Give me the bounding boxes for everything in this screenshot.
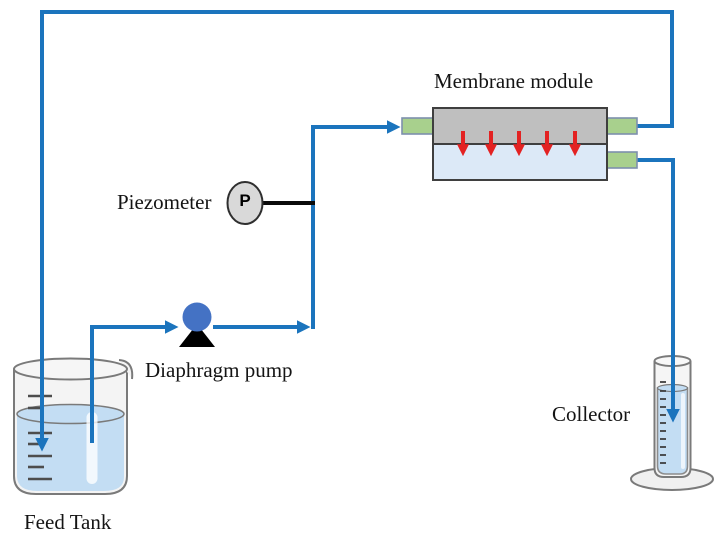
module-permeate-channel [432, 143, 608, 181]
pipe-permeate [637, 158, 680, 423]
collector-liquid [656, 387, 689, 475]
feed-tank [13, 357, 134, 495]
piezometer-label: Piezometer [117, 190, 212, 214]
retentate-fitting [604, 117, 638, 135]
membrane-module-label: Membrane module [434, 69, 594, 93]
collector-label: Collector [552, 402, 631, 426]
suction-tube [86, 412, 98, 484]
pipe-module-inlet [311, 120, 401, 329]
pipe-retentate-recycle [35, 10, 674, 452]
membrane-module [401, 107, 638, 181]
inlet-fitting [401, 117, 435, 135]
glass-highlight [681, 393, 685, 469]
beaker-rim [13, 357, 128, 381]
piezometer [226, 181, 264, 225]
diaphragm-pump [179, 302, 215, 347]
flux-arrows [457, 131, 581, 157]
pipe-feed-suction [90, 320, 179, 443]
pump-base [179, 324, 215, 347]
cylinder-graduations [660, 381, 666, 464]
feed-tank-label: Feed Tank [24, 510, 112, 534]
piezometer-gauge [226, 181, 264, 225]
pump-head [182, 302, 212, 332]
diaphragm-pump-label: Diaphragm pump [145, 358, 293, 382]
piezometer-symbol: P [239, 191, 251, 210]
permeate-fitting [604, 151, 638, 169]
